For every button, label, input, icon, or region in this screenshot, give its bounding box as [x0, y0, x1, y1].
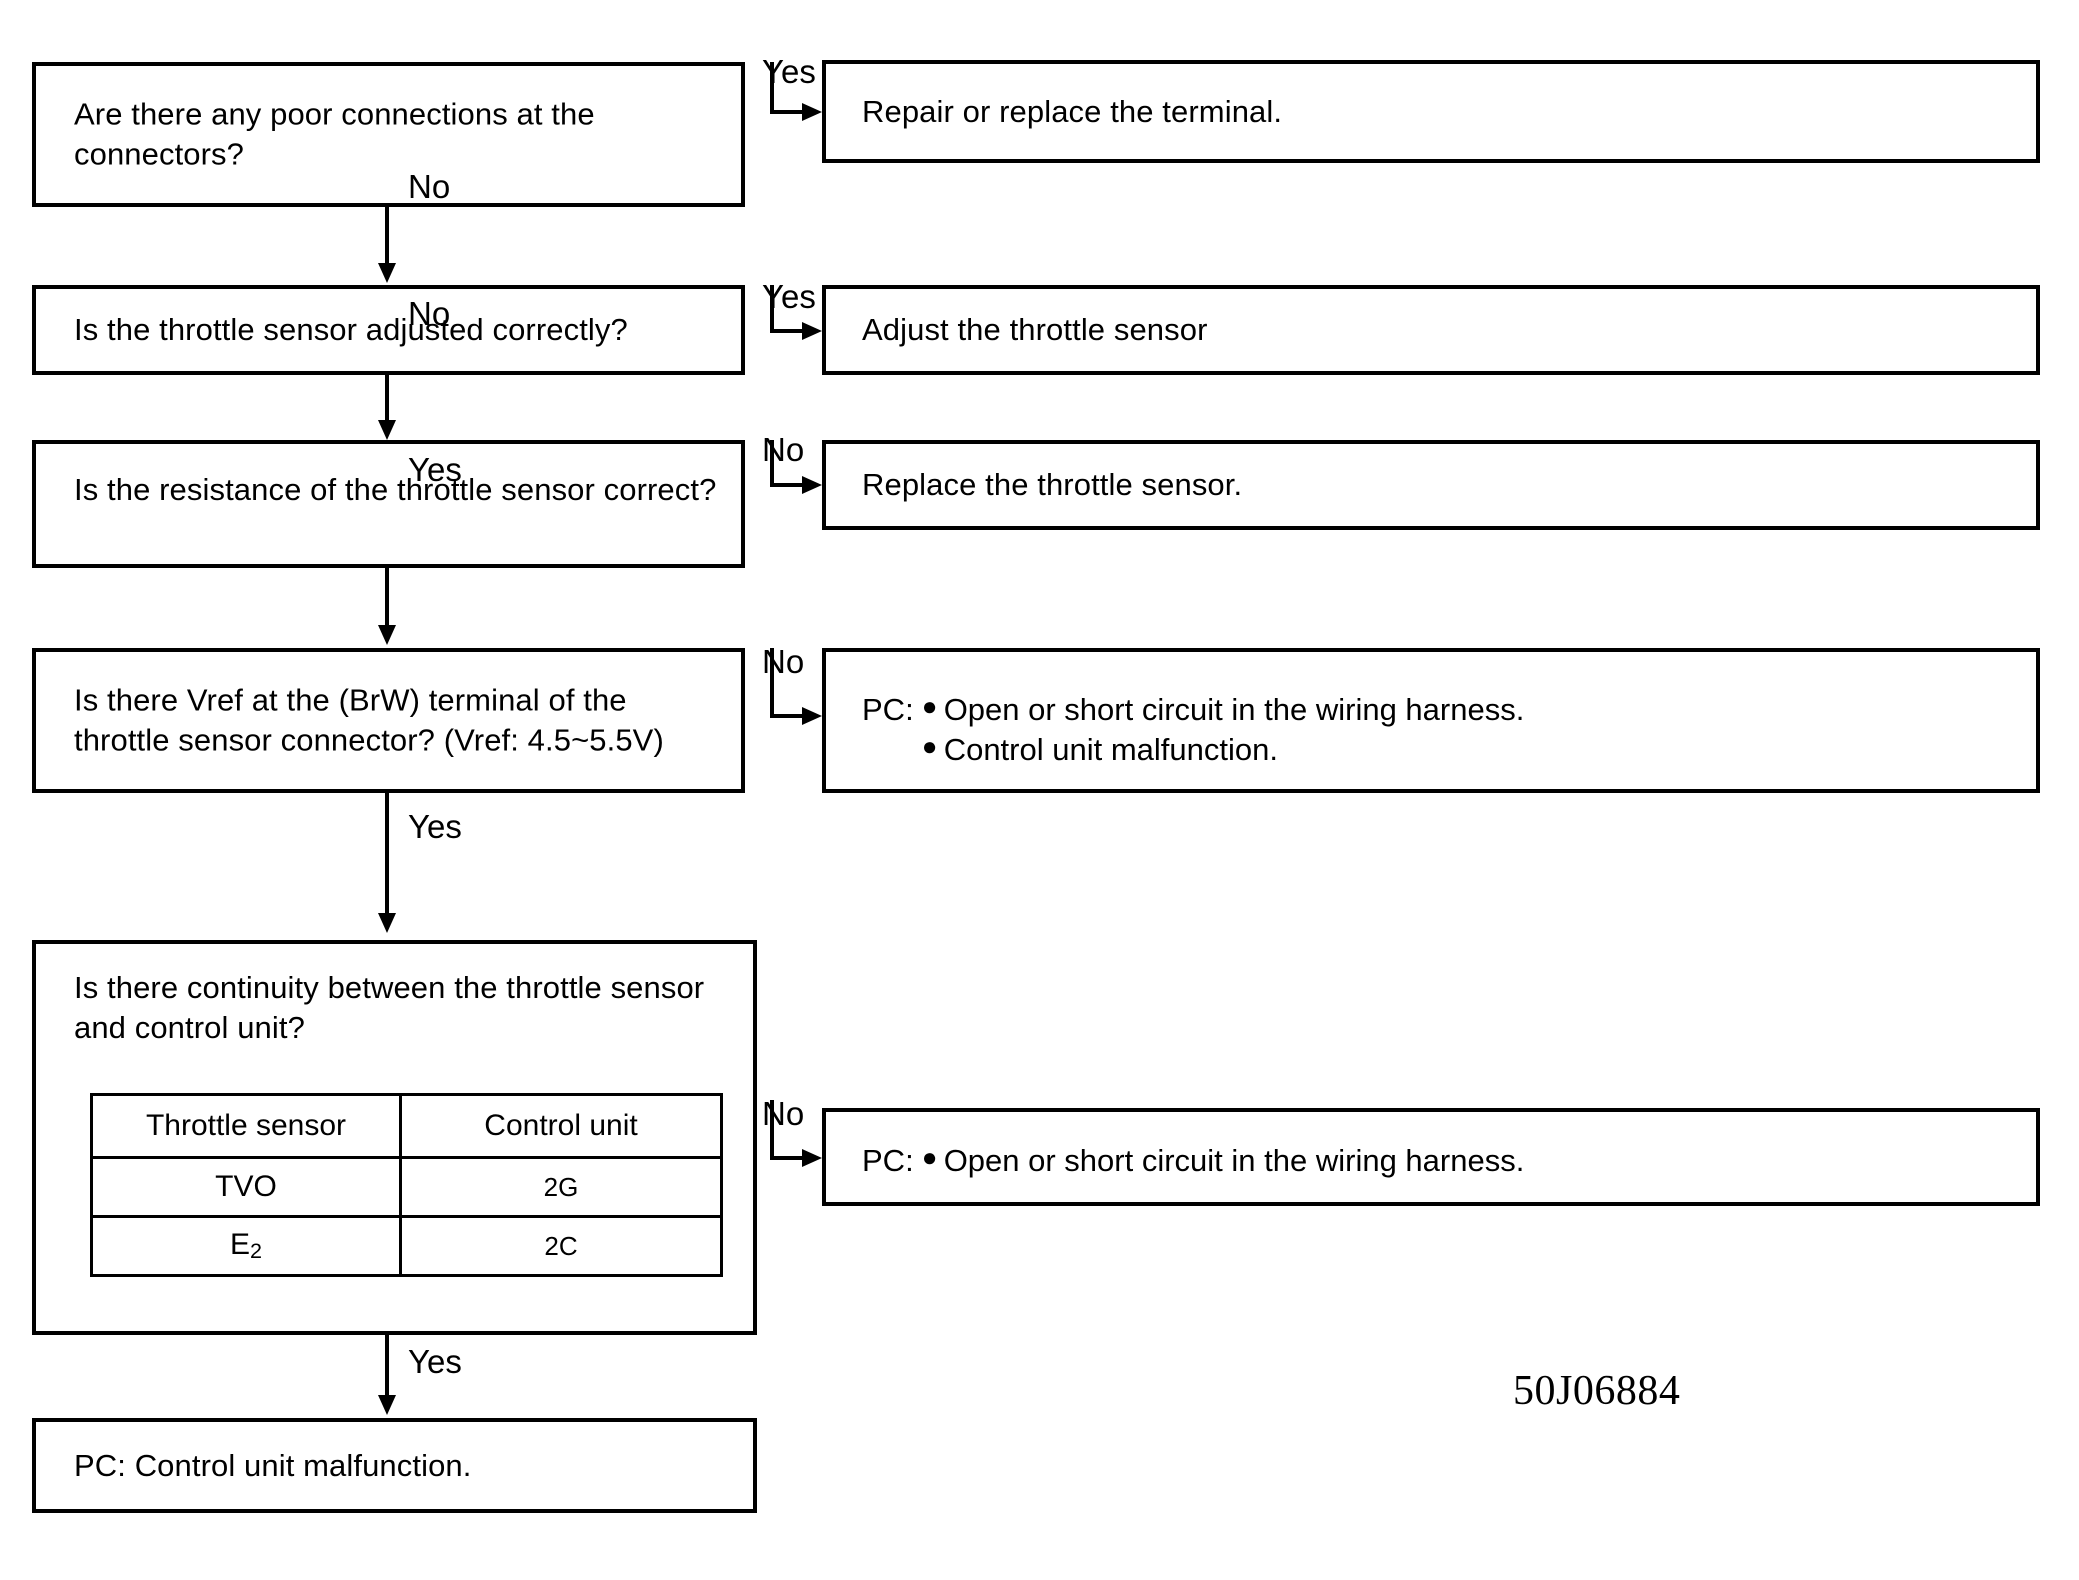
connector-q4-yes-vertical — [385, 793, 389, 918]
pc-list-item-text: Open or short circuit in the wiring harn… — [943, 1143, 1525, 1178]
action-box-adjust-sensor: Adjust the throttle sensor — [822, 285, 2040, 375]
arrowhead-q1-no — [378, 263, 396, 283]
connector-q5-yes-vertical — [385, 1335, 389, 1400]
table-header-control-unit: Control unit — [399, 1093, 723, 1159]
pc-label-continuity: PC: — [862, 1143, 914, 1178]
connector-q1-yes-vertical — [770, 62, 774, 112]
edge-label-q2-no: No — [408, 295, 451, 332]
connector-q2-yes-vertical — [770, 285, 774, 331]
table-row: TVO 2G — [90, 1156, 723, 1218]
edge-label-q1-no: No — [408, 168, 451, 205]
edge-label-q1-yes: Yes — [762, 53, 816, 90]
pc-label-vref: PC: — [862, 692, 914, 727]
decision-box-vref-text: Is there Vref at the (BrW) terminal of t… — [74, 682, 664, 758]
table-cell-unit-2g: 2G — [399, 1156, 723, 1218]
table-row: E2 2C — [90, 1215, 723, 1277]
result-box-vref-fail-content: PC: ● Open or short circuit in the wirin… — [862, 690, 2002, 771]
result-box-continuity-fail-content: PC: ● Open or short circuit in the wirin… — [862, 1141, 2002, 1181]
decision-box-sensor-adjusted: Is the throttle sensor adjusted correctl… — [32, 285, 745, 375]
decision-box-poor-connections-text: Are there any poor connections at the co… — [74, 96, 595, 172]
action-box-repair-terminal-text: Repair or replace the terminal. — [862, 93, 1283, 129]
connector-q4-no-horizontal — [770, 714, 806, 718]
arrowhead-q3-yes — [378, 625, 396, 645]
bullet-icon: ● — [921, 691, 938, 721]
decision-box-sensor-resistance-text: Is the resistance of the throttle sensor… — [74, 472, 717, 507]
bullet-icon: ● — [921, 1142, 938, 1172]
connector-q4-no-vertical — [770, 648, 774, 718]
decision-box-sensor-adjusted-text: Is the throttle sensor adjusted correctl… — [74, 311, 628, 347]
edge-label-q4-yes: Yes — [408, 808, 462, 845]
result-box-control-unit-malfunction: PC: Control unit malfunction. — [32, 1418, 757, 1513]
result-box-vref-fail — [822, 648, 2040, 793]
arrowhead-q3-no — [802, 476, 822, 494]
action-box-adjust-sensor-text: Adjust the throttle sensor — [862, 311, 1208, 347]
arrowhead-q5-no — [802, 1149, 822, 1167]
continuity-table: Throttle sensor Control unit TVO 2G E2 2… — [90, 1093, 723, 1277]
result-box-control-unit-malfunction-text: PC: Control unit malfunction. — [74, 1447, 472, 1483]
pc-list-item-text: Control unit malfunction. — [943, 732, 1278, 768]
arrowhead-q4-yes — [378, 913, 396, 933]
connector-q3-no-vertical — [770, 440, 774, 485]
connector-q3-yes-vertical — [385, 568, 389, 630]
connector-q5-no-horizontal — [770, 1156, 806, 1160]
result-box-continuity-fail — [822, 1108, 2040, 1206]
arrowhead-q2-yes — [802, 322, 822, 340]
connector-q5-no-vertical — [770, 1100, 774, 1160]
edge-label-q3-no: No — [762, 431, 805, 468]
table-header-row: Throttle sensor Control unit — [90, 1093, 723, 1159]
arrowhead-q1-yes — [802, 103, 822, 121]
edge-label-q3-yes: Yes — [408, 451, 462, 488]
pc-list-item: ● Open or short circuit in the wiring ha… — [922, 1141, 2002, 1181]
action-box-replace-sensor: Replace the throttle sensor. — [822, 440, 2040, 530]
table-cell-unit-2c: 2C — [399, 1215, 723, 1277]
edge-label-q4-no: No — [762, 643, 805, 680]
pc-list-item: ● Open or short circuit in the wiring ha… — [922, 690, 2002, 730]
connector-q1-yes-horizontal — [770, 110, 806, 114]
decision-box-vref: Is there Vref at the (BrW) terminal of t… — [32, 648, 745, 793]
table-cell-sensor-e2-main: E — [229, 1228, 250, 1262]
bullet-icon: ● — [921, 731, 938, 762]
connector-q2-no-vertical — [385, 375, 389, 425]
decision-box-continuity-text: Is there continuity between the throttle… — [74, 970, 705, 1046]
decision-box-poor-connections: Are there any poor connections at the co… — [32, 62, 745, 207]
table-cell-sensor-e2: E2 — [90, 1215, 402, 1277]
connector-q2-yes-horizontal — [770, 329, 806, 333]
arrowhead-q4-no — [802, 707, 822, 725]
figure-code: 50J06884 — [1513, 1368, 1681, 1414]
action-box-repair-terminal: Repair or replace the terminal. — [822, 60, 2040, 163]
table-cell-sensor-tvo: TVO — [90, 1156, 402, 1218]
arrowhead-q2-no — [378, 420, 396, 440]
pc-list-item: ● Control unit malfunction. — [922, 730, 2002, 770]
edge-label-q2-yes: Yes — [762, 278, 816, 315]
action-box-replace-sensor-text: Replace the throttle sensor. — [862, 466, 1243, 502]
pc-list-item-text: Open or short circuit in the wiring harn… — [943, 692, 1525, 727]
connector-q3-no-horizontal — [770, 483, 806, 487]
connector-q1-no-vertical — [385, 207, 389, 267]
arrowhead-q5-yes — [378, 1395, 396, 1415]
edge-label-q5-no: No — [762, 1095, 805, 1132]
table-header-throttle-sensor: Throttle sensor — [90, 1093, 402, 1159]
decision-box-sensor-resistance: Is the resistance of the throttle sensor… — [32, 440, 745, 568]
edge-label-q5-yes: Yes — [408, 1343, 462, 1380]
table-cell-sensor-e2-sub: 2 — [250, 1237, 263, 1263]
